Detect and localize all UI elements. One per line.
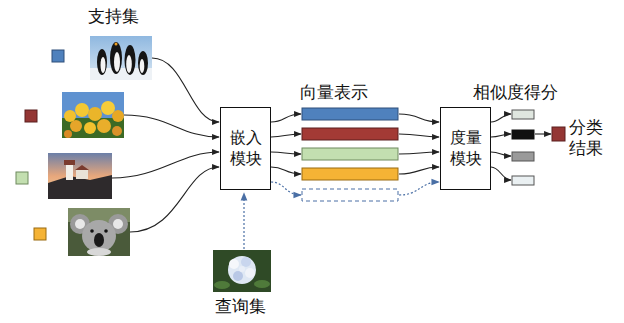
score-box (512, 152, 534, 161)
caption-label: 相似度得分 (473, 82, 558, 103)
vector-bar (302, 148, 398, 160)
caption-label: 支持集 (88, 6, 139, 27)
vector-bar (302, 108, 398, 120)
class-swatch (52, 50, 64, 62)
vector-bar (302, 168, 398, 180)
caption-label: 分类 结果 (569, 117, 605, 160)
class-swatch (16, 172, 28, 184)
koala-photo (68, 208, 130, 256)
penguin-photo (90, 36, 152, 80)
module-box: 嵌入 模块 (220, 107, 271, 190)
lighthouse-photo (48, 153, 112, 199)
hydrangea-photo (213, 250, 271, 292)
caption-label: 查询集 (215, 296, 266, 317)
query-path (244, 182, 439, 249)
result-swatch (552, 127, 565, 141)
tulip-photo (62, 92, 124, 138)
class-swatch (25, 110, 37, 122)
caption-label: 向量表示 (300, 82, 368, 103)
query-vector-bar (302, 189, 398, 201)
vector-bar (302, 128, 398, 140)
score-box (512, 176, 534, 185)
module-box: 度量 模块 (440, 107, 491, 190)
score-box (512, 110, 534, 119)
module-label: 嵌入 模块 (228, 128, 263, 170)
score-box (512, 130, 534, 139)
module-label: 度量 模块 (448, 128, 483, 170)
class-swatch (34, 228, 46, 240)
